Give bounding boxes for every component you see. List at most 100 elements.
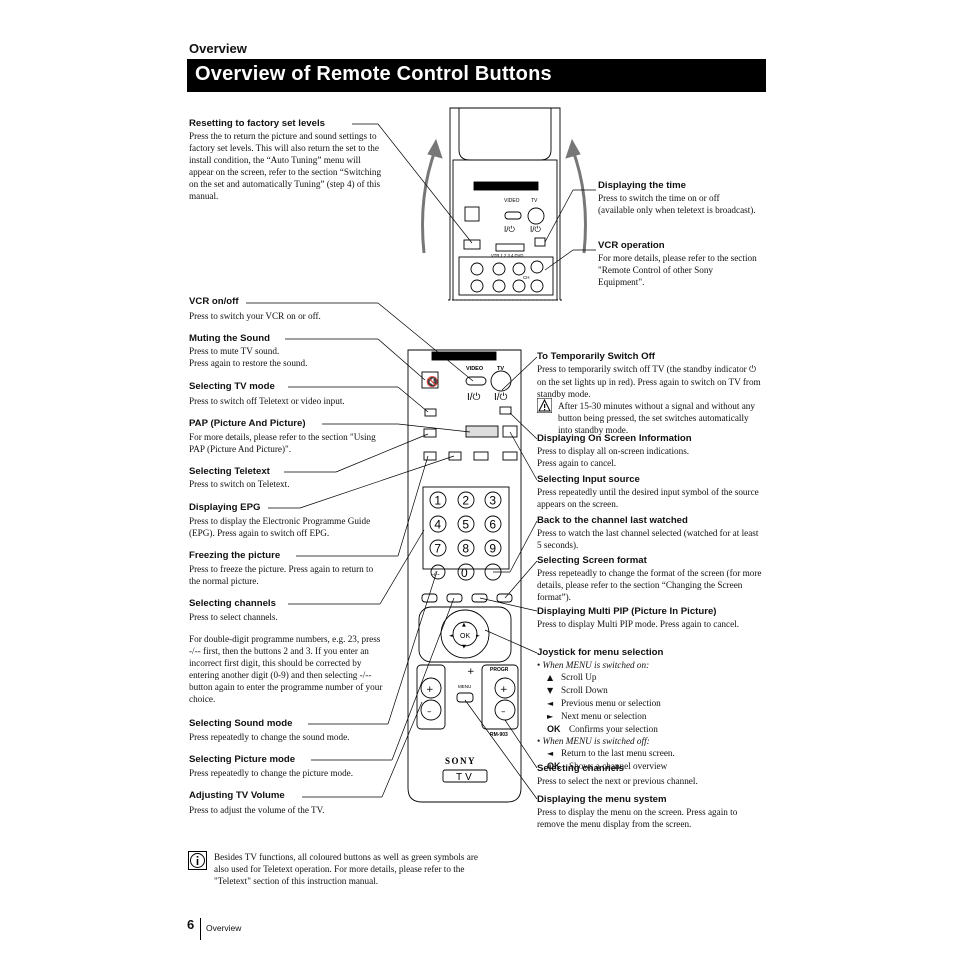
item-volume: Adjusting TV Volume Press to adjust the … — [189, 790, 385, 816]
joystick-row-text: Shows a channel overview — [569, 761, 668, 771]
item-vcr-onoff: VCR on/off Press to switch your VCR on o… — [189, 296, 385, 322]
item-prog-channels: Selecting channels Press to select the n… — [537, 763, 765, 787]
item-heading: Joystick for menu selection — [537, 647, 664, 658]
item-text: Press to switch the time on or off (avai… — [598, 193, 756, 215]
digit-label-7: 7 — [434, 542, 441, 556]
digit-button-7[interactable] — [429, 539, 447, 557]
joystick-off-label: When MENU is switched off: — [542, 736, 650, 746]
cover-video-label: VIDEO — [504, 198, 520, 204]
digit-button-2[interactable] — [457, 491, 475, 509]
item-text: Press to adjust the volume of the TV. — [189, 805, 325, 815]
item-heading: VCR on/off — [189, 296, 239, 307]
item-channels: Selecting channels Press to select chann… — [189, 598, 385, 705]
digit-button-5[interactable] — [457, 515, 475, 533]
digit-button-4[interactable] — [429, 515, 447, 533]
item-osd: Displaying On Screen Information Press t… — [537, 433, 765, 469]
item-heading: Selecting Sound mode — [189, 718, 293, 729]
item-text: Press to switch off Teletext or video in… — [189, 396, 345, 406]
item-text: Press the to return the picture and soun… — [189, 131, 382, 201]
joystick-on-row: • When MENU is switched on: — [537, 660, 650, 670]
menu-label: MENU — [458, 684, 471, 689]
item-input: Selecting Input source Press repeatedly … — [537, 474, 765, 510]
joystick-row-text: Scroll Down — [561, 685, 608, 695]
warning-icon — [537, 398, 552, 413]
digit-button-9[interactable] — [484, 539, 502, 557]
ok-label: OK — [547, 724, 561, 734]
item-heading: Selecting TV mode — [189, 381, 275, 392]
joystick-row-text: Previous menu or selection — [561, 698, 661, 708]
item-last-channel: Back to the channel last watched Press t… — [537, 515, 765, 551]
standby-indicator-icon: ⏻ — [749, 365, 757, 375]
page-number: 6 — [187, 917, 195, 932]
tv-label: TV — [497, 366, 504, 372]
digit-label-2: 2 — [462, 494, 469, 508]
item-text: Press to temporarily switch off TV (the … — [537, 363, 765, 400]
joystick-row: OK Confirms your selection — [537, 723, 765, 735]
vtr-label: VTR 1 2 3 4 DVD — [491, 253, 523, 258]
vol-minus-icon: – — [427, 707, 432, 717]
digit-label-6: 6 — [489, 518, 496, 532]
digit-label-3: 3 — [489, 494, 496, 508]
digit-label-5: 5 — [462, 518, 469, 532]
item-heading: Displaying Multi PIP (Picture In Picture… — [537, 606, 717, 617]
vol-plus-icon: + — [426, 685, 434, 695]
prog-minus-icon: – — [501, 707, 506, 717]
item-heading: To Temporarily Switch Off — [537, 351, 655, 362]
item-tv-mode: Selecting TV mode Press to switch off Te… — [189, 381, 385, 407]
digit-button-1[interactable] — [429, 491, 447, 509]
item-text: Press to switch your VCR on or off. — [189, 311, 321, 321]
ch-label: CH — [523, 275, 530, 280]
standby-text-1: Press to temporarily switch off TV (the … — [537, 364, 747, 374]
section-label: Overview — [189, 41, 247, 56]
item-multi-pip: Displaying Multi PIP (Picture In Picture… — [537, 606, 765, 630]
brand-logo: SONY — [445, 756, 476, 766]
item-heading: Displaying the menu system — [537, 794, 667, 805]
video-label: VIDEO — [466, 366, 484, 372]
item-heading: PAP (Picture And Picture) — [189, 418, 306, 429]
item-heading: Selecting channels — [537, 763, 624, 774]
footer-section: Overview — [206, 923, 242, 933]
item-text: Press to watch the last channel selected… — [537, 528, 759, 550]
joystick-row-text: Next menu or selection — [561, 711, 647, 721]
digit-button-6[interactable] — [484, 515, 502, 533]
item-heading: VCR operation — [598, 240, 665, 251]
item-menu: Displaying the menu system Press to disp… — [537, 794, 765, 830]
item-picture-mode: Selecting Picture mode Press repeatedly … — [189, 754, 385, 779]
digit-0: 0 — [461, 566, 468, 580]
item-text: Press to select the next or previous cha… — [537, 776, 698, 786]
item-text: Press to display Multi PIP mode. Press a… — [537, 619, 740, 629]
joystick-row: ◄Return to the last menu screen. — [537, 747, 765, 760]
digit-button-8[interactable] — [457, 539, 475, 557]
item-heading: Displaying the time — [598, 180, 686, 191]
footer-divider — [200, 918, 201, 940]
item-teletext: Selecting Teletext Press to switch on Te… — [189, 466, 385, 490]
item-heading: Displaying On Screen Information — [537, 433, 692, 444]
item-text: Press repeteadly to change the format of… — [537, 568, 762, 602]
joy-down-icon: ▼ — [462, 644, 466, 650]
note-text: Besides TV functions, all coloured butto… — [214, 852, 479, 886]
video-power-label: I/⏻ — [467, 392, 481, 403]
tv-badge: TV — [456, 772, 475, 783]
item-heading: Selecting Input source — [537, 474, 640, 485]
joy-left-icon: ◄ — [449, 633, 453, 639]
joystick-row-text: Return to the last menu screen. — [561, 748, 675, 758]
standby-text-2: on the set lights up in red). Press agai… — [537, 377, 761, 399]
progr-label: PROGR — [490, 667, 509, 673]
item-text: For more details, please refer to the se… — [189, 432, 376, 454]
item-text: Press repeatedly to change the sound mod… — [189, 732, 350, 742]
standby-warning: After 15-30 minutes without a signal and… — [558, 401, 755, 435]
info-icon — [188, 851, 207, 870]
joystick-row-text: Confirms your selection — [569, 724, 658, 734]
item-joystick: Joystick for menu selection • When MENU … — [537, 647, 765, 772]
arrow-down-icon: ▼ — [547, 686, 554, 695]
digit-button-3[interactable] — [484, 491, 502, 509]
joy-up-icon: ▲ — [462, 622, 466, 628]
item-heading: Selecting Teletext — [189, 466, 270, 477]
joystick-on-label: When MENU is switched on: — [542, 660, 650, 670]
title-bar: Overview of Remote Control Buttons — [187, 59, 766, 92]
item-heading: Displaying EPG — [189, 502, 261, 513]
digit-label-9: 9 — [489, 542, 496, 556]
